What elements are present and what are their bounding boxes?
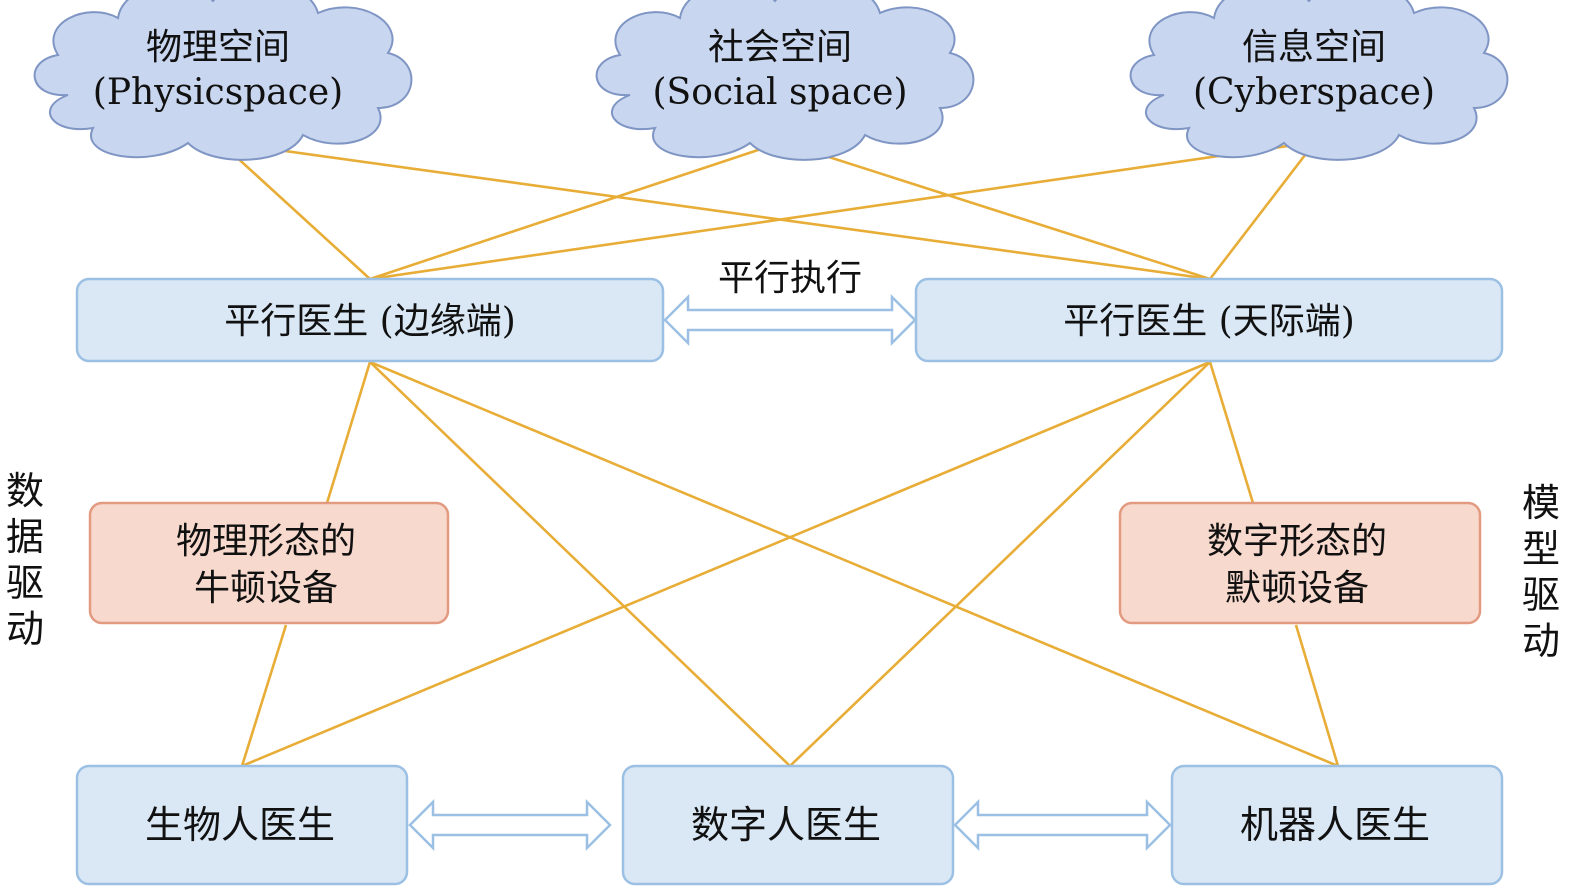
double-arrow-bio-digital [408, 798, 612, 852]
link-social-edge [369, 140, 783, 281]
node-digital-doctor: 数字人医生 [621, 764, 955, 886]
connection-lines [219, 140, 1340, 768]
link-physical-edge [219, 141, 371, 280]
parallel-execution-label: 平行执行 [718, 258, 862, 299]
cloud-social-subtitle: (Social space) [653, 72, 908, 113]
side-right-char-3: 驱 [1521, 573, 1560, 617]
link-social-sky [781, 140, 1211, 281]
link-edge-newton [325, 361, 372, 504]
side-left-char-4: 动 [5, 607, 44, 651]
parallel-edge-label: 平行医生 (边缘端) [224, 301, 516, 342]
cloud-physical-title: 物理空间 [146, 27, 290, 68]
bio-doctor-label: 生物人医生 [145, 803, 335, 847]
side-right-char-2: 型 [1521, 527, 1560, 571]
link-cyber-edge [369, 140, 1316, 281]
link-edge-digital [369, 361, 791, 767]
node-bio-doctor: 生物人医生 [75, 764, 409, 886]
link-newton-bio [240, 624, 288, 767]
cloud-social-space: 社会空间 (Social space) [595, 0, 975, 161]
link-sky-bio [241, 360, 1211, 768]
node-merton-device: 数字形态的 默顿设备 [1118, 501, 1482, 625]
merton-device-line2: 默顿设备 [1225, 568, 1369, 609]
newton-device-line2: 牛顿设备 [194, 568, 338, 609]
cloud-physical-space: 物理空间 (Physicspace) [33, 0, 413, 161]
link-cyber-sky [1208, 141, 1317, 280]
digital-doctor-label: 数字人医生 [691, 803, 881, 847]
node-parallel-doctor-sky: 平行医生 (天际端) [914, 277, 1504, 363]
node-newton-device: 物理形态的 牛顿设备 [88, 501, 450, 625]
side-left-char-3: 驱 [5, 561, 44, 605]
node-robot-doctor: 机器人医生 [1170, 764, 1504, 886]
link-merton-robot [1294, 624, 1340, 767]
cloud-cyber-space: 信息空间 (Cyberspace) [1129, 0, 1509, 161]
node-parallel-doctor-edge: 平行医生 (边缘端) [75, 277, 665, 363]
side-right-char-1: 模 [1521, 481, 1560, 525]
cloud-social-title: 社会空间 [708, 27, 852, 68]
double-arrow-parallel [663, 293, 917, 347]
merton-device-line1: 数字形态的 [1207, 521, 1387, 562]
cloud-cyber-subtitle: (Cyberspace) [1193, 72, 1435, 113]
side-label-model-driven: 模 型 驱 动 [1518, 480, 1564, 664]
cloud-cyber-title: 信息空间 [1242, 27, 1386, 68]
newton-device-line1: 物理形态的 [176, 521, 356, 562]
link-sky-digital [789, 361, 1211, 767]
side-left-char-1: 数 [5, 469, 44, 513]
side-left-char-2: 据 [5, 515, 44, 559]
side-right-char-4: 动 [1521, 619, 1560, 663]
side-label-data-driven: 数 据 驱 动 [2, 468, 48, 652]
cloud-physical-subtitle: (Physicspace) [93, 72, 343, 113]
parallel-sky-label: 平行医生 (天际端) [1063, 301, 1355, 342]
link-sky-merton [1208, 361, 1255, 504]
link-physical-sky [219, 140, 1211, 281]
double-arrow-digital-robot [953, 798, 1172, 852]
robot-doctor-label: 机器人医生 [1240, 803, 1430, 847]
link-edge-robot [369, 360, 1339, 768]
